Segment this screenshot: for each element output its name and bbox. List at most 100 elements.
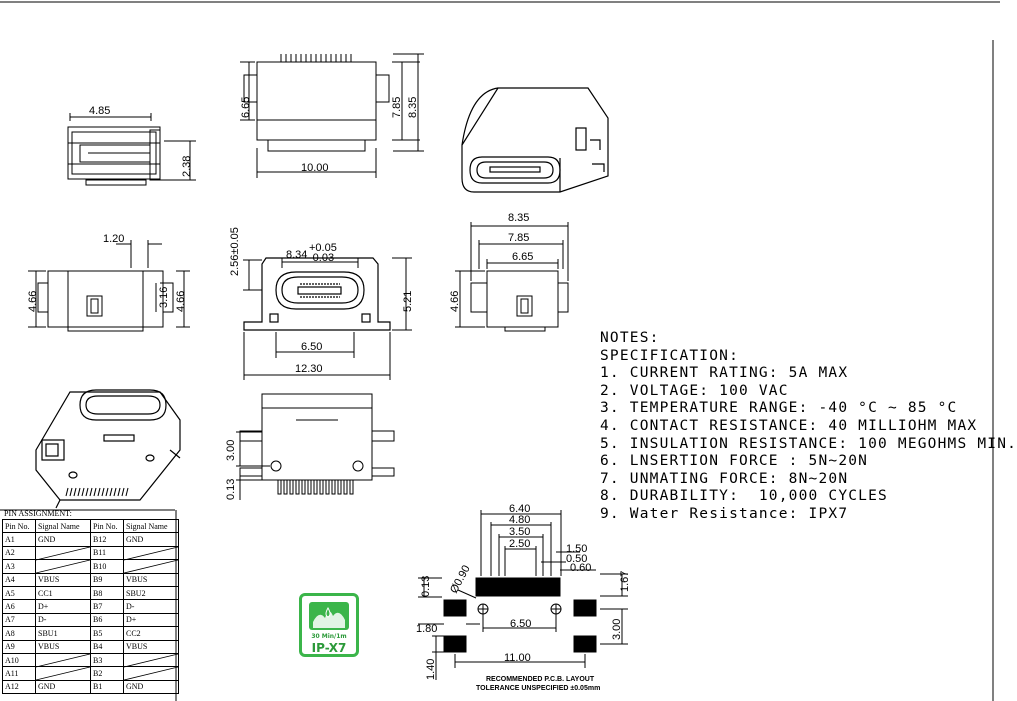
dim-right-4-66: 4.66 [449, 291, 461, 312]
dim-1-20: 1.20 [103, 233, 124, 245]
signal-cell-unused [35, 652, 91, 668]
signal-cell: D+ [123, 612, 179, 628]
pin-cell: A10 [2, 652, 36, 668]
note-item: 1. CURRENT RATING: 5A MAX [600, 365, 849, 382]
signal-cell-unused [35, 545, 91, 561]
side-view-right [455, 222, 569, 332]
dim-10-00: 10.00 [301, 162, 329, 174]
signal-cell-unused [123, 545, 179, 561]
signal-cell-unused [123, 652, 179, 668]
pin-cell: A2 [2, 545, 36, 561]
signal-cell: D- [35, 612, 91, 628]
note-item: 5. INSULATION RESISTANCE: 100 MEGOHMS MI… [600, 435, 1017, 452]
front-view [243, 257, 412, 380]
dim-6-65: 6.65 [240, 97, 252, 118]
note-item: 6. LNSERTION FORCE : 5N~20N [600, 453, 869, 470]
table-header-row: Pin No. Signal Name Pin No. Signal Name [2, 518, 179, 534]
pin-cell: B10 [90, 559, 124, 574]
signal-cell-unused [35, 666, 91, 681]
dim-pcb-2-50: 2.50 [509, 538, 530, 550]
pin-cell: B3 [90, 652, 124, 668]
signal-cell: VBUS [35, 639, 91, 654]
dim-8-34-tol-minus: -0.03 [309, 252, 334, 264]
pin-cell: A3 [2, 559, 36, 574]
signal-cell: GND [35, 679, 91, 695]
specification-notes: NOTES:SPECIFICATION:1. CURRENT RATING: 5… [600, 330, 1017, 524]
ipx7-badge: 30 Min/1m IP-X7 [299, 593, 359, 657]
pin-cell: A9 [2, 639, 36, 654]
dim-pcb-1-50: 1.50 [566, 543, 587, 555]
signal-cell-unused [35, 559, 91, 574]
top-view [240, 53, 424, 178]
table-row: A3 B10 [2, 559, 179, 574]
signal-cell: GND [35, 532, 91, 547]
dim-5-21: 5.21 [402, 291, 414, 312]
dim-7-85: 7.85 [391, 97, 403, 118]
pin-cell: A4 [2, 572, 36, 587]
note-item: 4. CONTACT RESISTANCE: 40 MILLIOHM MAX [600, 417, 978, 434]
dim-bottom-0-13: 0.13 [225, 479, 237, 500]
signal-cell: GND [123, 532, 179, 547]
dim-3-16: 3.16 [158, 287, 170, 308]
dim-pcb-1-80: 1.80 [416, 623, 437, 635]
dim-pcb-6-40: 6.40 [509, 503, 530, 515]
dim-pcb-0-50: 0.50 [566, 553, 587, 565]
dim-4-66-left: 4.66 [27, 291, 39, 312]
dim-2-56: 2.56±0.05 [229, 227, 241, 276]
pin-assignment-table: Pin No. Signal Name Pin No. Signal Name … [2, 518, 179, 695]
notes-title: NOTES: [600, 330, 660, 346]
signal-cell-unused [123, 559, 179, 574]
dim-4-85: 4.85 [89, 105, 110, 117]
dim-right-8-35: 8.35 [508, 212, 529, 224]
signal-cell: CC1 [35, 585, 91, 601]
signal-cell: CC2 [123, 626, 179, 641]
pin-cell: B8 [90, 585, 124, 601]
note-item: 8. DURABILITY: 10,000 CYCLES [600, 488, 888, 505]
header-cell: Signal Name [35, 518, 91, 534]
isometric-view-top [461, 87, 609, 193]
note-item: 2. VOLTAGE: 100 VAC [600, 382, 789, 399]
side-profile-view [67, 113, 196, 186]
badge-duration: 30 Min/1m [311, 633, 347, 640]
pin-cell: A12 [2, 679, 36, 695]
header-cell: Signal Name [123, 518, 179, 534]
dim-pcb-phi: Ø0.90 [448, 563, 473, 595]
dim-6-50: 6.50 [301, 341, 322, 353]
pin-cell: B6 [90, 612, 124, 628]
dim-12-30: 12.30 [295, 363, 323, 375]
pin-cell: B12 [90, 532, 124, 547]
dim-pcb-1-40: 1.40 [425, 659, 437, 680]
signal-cell: SBU1 [35, 626, 91, 641]
pin-cell: B7 [90, 599, 124, 614]
pin-cell: A11 [2, 666, 36, 681]
side-view-left [28, 240, 190, 332]
pcb-caption-title: RECOMMENDED P.C.B. LAYOUT [486, 676, 595, 683]
dim-pcb-0-60: 0.60 [570, 562, 591, 574]
isometric-view-bottom [35, 389, 181, 509]
dim-pcb-6-50: 6.50 [510, 618, 531, 630]
dim-8-35: 8.35 [407, 97, 419, 118]
signal-cell-unused [123, 666, 179, 681]
pin-cell: A6 [2, 599, 36, 614]
pin-assignment-title: PIN ASSIGNMENT: [4, 509, 72, 518]
bottom-view [236, 393, 395, 500]
note-item: 7. UNMATING FORCE: 8N~20N [600, 470, 849, 487]
water-drop-icon [309, 602, 349, 630]
pin-cell: B1 [90, 679, 124, 695]
signal-cell: GND [123, 679, 179, 695]
badge-rating: IP-X7 [311, 641, 347, 655]
dim-pcb-0-13: 0.13 [420, 576, 432, 597]
dim-pcb-3-50: 3.50 [509, 526, 530, 538]
dim-pcb-1-67: 1.67 [619, 571, 631, 592]
